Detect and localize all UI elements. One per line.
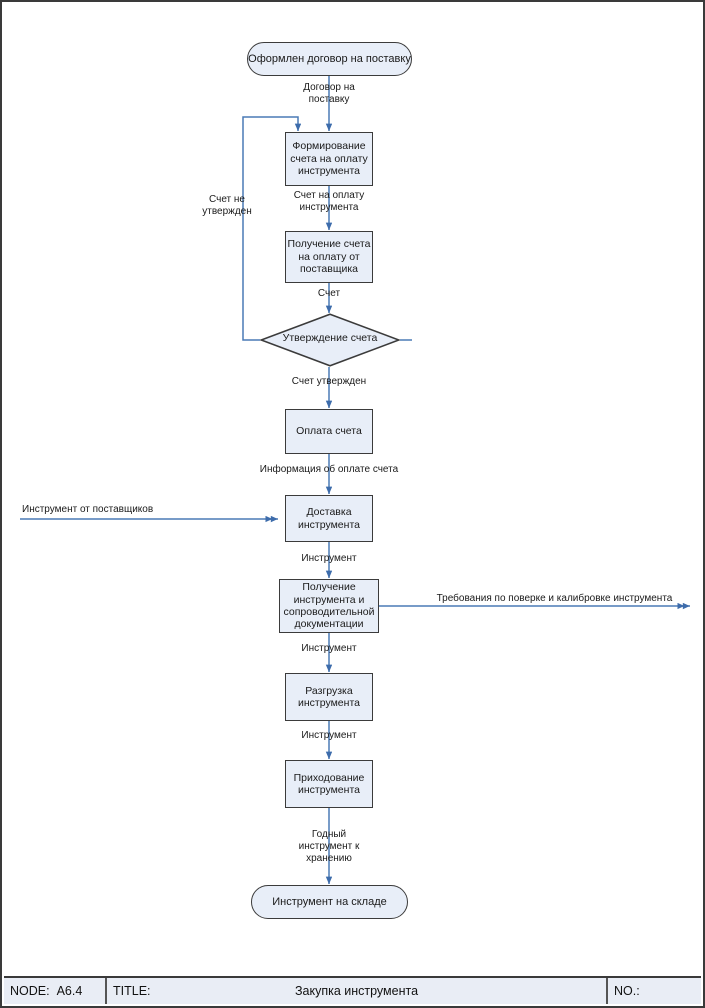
node-end-label: Инструмент на складе [272, 895, 387, 908]
node-approve[interactable]: Утверждение счета [258, 313, 402, 367]
node-delivery[interactable]: Доставка инструмента [285, 495, 373, 542]
node-form-label: Формирование счета на оплату инструмента [290, 140, 368, 178]
edge-label-calibration-requirements: Требования по поверке и калибровке инстр… [436, 593, 673, 604]
node-stockin[interactable]: Приходование инструмента [285, 760, 373, 808]
node-approve-label: Утверждение счета [282, 332, 378, 344]
footer-title-cell: TITLE: Закупка инструмента [107, 978, 608, 1004]
footer-node-label: NODE: [10, 984, 50, 998]
footer-node-value: A6.4 [56, 984, 83, 998]
node-pay-label: Оплата счета [296, 425, 362, 438]
footer-title-label: TITLE: [113, 984, 151, 998]
node-start-label: Оформлен договор на поставку [248, 52, 411, 65]
footer-gap [4, 968, 701, 976]
edge-label-contract: Договор на поставку [303, 82, 355, 105]
edge-label-invoice-not-approved: Счет не утвержден [202, 194, 252, 217]
node-receive[interactable]: Получение счета на оплату от поставщика [285, 231, 373, 283]
footer-node-cell: NODE: A6.4 [4, 978, 107, 1004]
footer-no-label: NO.: [614, 984, 640, 998]
node-stockin-label: Приходование инструмента [293, 771, 365, 796]
node-unload[interactable]: Разгрузка инструмента [285, 673, 373, 721]
edge-label-tool-2: Инструмент [301, 643, 357, 654]
node-unload-label: Разгрузка инструмента [298, 684, 360, 709]
decision-shape [258, 313, 402, 367]
edge-label-invoice-for-payment: Счет на оплату инструмента [293, 190, 365, 213]
footer-no-cell: NO.: [608, 978, 701, 1004]
edge-label-tool-1: Инструмент [301, 553, 357, 564]
node-delivery-label: Доставка инструмента [298, 506, 360, 531]
footer-title-value: Закупка инструмента [294, 984, 419, 998]
footer-bar: NODE: A6.4 TITLE: Закупка инструмента NO… [4, 976, 701, 1004]
node-start[interactable]: Оформлен договор на поставку [247, 42, 412, 76]
node-reception[interactable]: Получение инструмента и сопроводительной… [279, 579, 379, 633]
node-end[interactable]: Инструмент на складе [251, 885, 408, 919]
edge-label-tool-3: Инструмент [301, 730, 357, 741]
edge-label-payment-info: Информация об оплате счета [259, 464, 399, 475]
edge-label-invoice: Счет [317, 288, 341, 299]
edge-label-invoice-approved: Счет утвержден [291, 376, 367, 387]
node-form[interactable]: Формирование счета на оплату инструмента [285, 132, 373, 186]
node-receive-label: Получение счета на оплату от поставщика [287, 238, 371, 276]
node-pay[interactable]: Оплата счета [285, 409, 373, 454]
edge-label-tools-from-suppliers: Инструмент от поставщиков [22, 504, 154, 515]
node-reception-label: Получение инструмента и сопроводительной… [283, 581, 375, 631]
edge-label-good-tool-to-storage: Годный инструмент к хранению [298, 829, 360, 864]
